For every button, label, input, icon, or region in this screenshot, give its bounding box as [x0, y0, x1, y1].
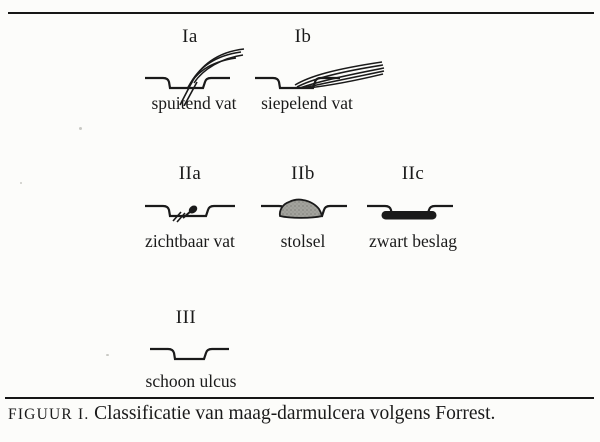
figure-top-rule	[8, 12, 594, 14]
class-header-Ia: Ia	[182, 26, 198, 47]
clean-ulcer-icon	[150, 347, 229, 361]
caption-rule	[5, 397, 594, 399]
figure-caption-text: Classificatie van maag-darmulcera volgen…	[94, 403, 496, 424]
black-coating-icon	[367, 204, 453, 220]
class-label-Ib: siepelend vat	[261, 93, 353, 113]
class-header-III: III	[175, 307, 197, 328]
class-label-IIb: stolsel	[280, 231, 326, 251]
class-label-Ia: spuitend vat	[151, 93, 237, 113]
class-header-IIc: IIc	[401, 163, 425, 184]
class-label-III: schoon ulcus	[145, 371, 237, 391]
class-header-Ib: Ib	[294, 26, 312, 47]
clot-icon	[261, 198, 347, 219]
scan-speck	[106, 354, 109, 356]
spurting-vessel-icon	[145, 48, 245, 106]
figure-caption: FIGUUR I. Classificatie van maag-darmulc…	[8, 403, 596, 425]
class-header-IIb: IIb	[291, 163, 315, 184]
class-label-IIc: zwart beslag	[369, 231, 457, 251]
class-header-IIa: IIa	[178, 163, 202, 184]
oozing-vessel-icon	[255, 61, 385, 90]
scan-speck	[79, 127, 82, 130]
class-label-IIa: zichtbaar vat	[145, 231, 235, 251]
figure-caption-number: FIGUUR I.	[8, 406, 90, 423]
visible-vessel-icon	[145, 204, 235, 223]
scan-speck	[20, 182, 22, 184]
